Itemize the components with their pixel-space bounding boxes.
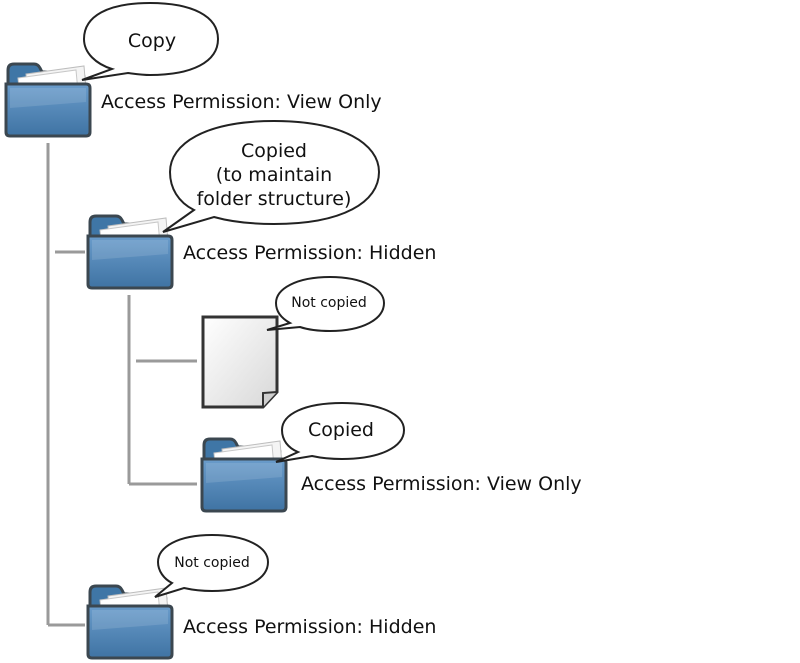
speech-bubble: Not copied: [154, 533, 270, 598]
tree-node-hidden-2: Access Permission: Hidden Not copied: [86, 533, 436, 660]
speech-bubble: Copy: [81, 1, 220, 81]
document-icon[interactable]: [201, 315, 279, 409]
bubble-text-line: Not copied: [174, 555, 250, 571]
bubble-text-line: folder structure): [197, 188, 352, 210]
folder-icon[interactable]: [86, 584, 174, 660]
folder-icon[interactable]: [86, 214, 174, 290]
bubble-text-line: Copied: [241, 140, 307, 162]
tree-node-file: Not copied: [201, 275, 386, 409]
tree-connectors: [46, 143, 197, 627]
tree-node-viewonly: Access Permission: View Only Copied: [200, 401, 582, 513]
node-permission-label: Access Permission: Hidden: [183, 242, 436, 264]
bubble-text-line: (to maintain: [216, 164, 332, 186]
tree-node-hidden: Access Permission: Hidden Copied (to mai…: [86, 119, 436, 290]
speech-bubble: Copied: [275, 401, 406, 463]
bubble-text-line: Copied: [308, 419, 374, 441]
bubble-text-line: Not copied: [291, 295, 367, 311]
folder-icon[interactable]: [4, 62, 92, 138]
node-permission-label: Access Permission: View Only: [301, 473, 582, 495]
node-permission-label: Access Permission: View Only: [101, 91, 382, 113]
speech-bubble: Copied (to maintain folder structure): [162, 119, 381, 233]
folder-icon[interactable]: [200, 437, 288, 513]
node-permission-label: Access Permission: Hidden: [183, 616, 436, 638]
speech-bubble: Not copied: [266, 275, 386, 333]
bubble-text-line: Copy: [128, 30, 176, 52]
tree-node-root: Access Permission: View Only Copy: [4, 1, 382, 138]
